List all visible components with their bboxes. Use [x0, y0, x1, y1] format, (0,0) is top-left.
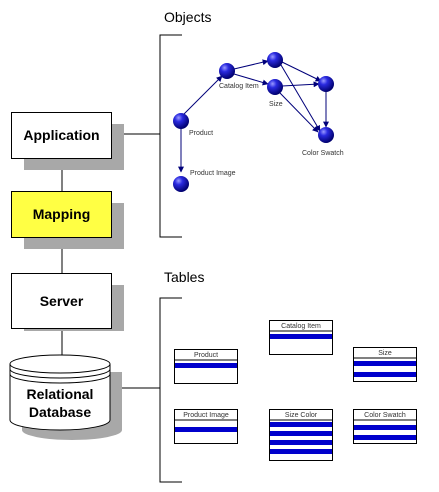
database-ring-1: [9, 368, 111, 379]
application-box[interactable]: Application: [11, 112, 125, 171]
edge-catalog-top: [233, 59, 269, 70]
database-body: [9, 364, 111, 431]
edge-top-swatch: [280, 64, 321, 132]
object-label-product: Product: [189, 130, 213, 137]
application-label: Application: [23, 127, 99, 143]
mapping-box[interactable]: Mapping: [11, 191, 125, 250]
server-rect: [11, 273, 112, 329]
relational-database[interactable]: Relational Database: [9, 354, 122, 440]
mapping-rect: [11, 191, 112, 238]
server-box[interactable]: Server: [11, 273, 125, 332]
edge-size-right: [281, 81, 320, 88]
object-label-size: Size: [269, 101, 283, 108]
mapping-label: Mapping: [33, 206, 91, 222]
table-size-color-row-3: [270, 440, 332, 445]
object-node-upper[interactable]: [267, 52, 283, 68]
edge-product-catalog: [182, 75, 223, 116]
object-node-catalog-item[interactable]: [219, 63, 235, 79]
tables-section-title: Tables: [164, 269, 204, 285]
object-node-product-image[interactable]: [173, 176, 189, 192]
object-node-product[interactable]: [173, 113, 189, 129]
table-size-color-row-2: [270, 431, 332, 436]
table-product-row-1: [175, 363, 237, 368]
object-node-size[interactable]: [267, 79, 283, 95]
database-label-line1: Relational: [27, 386, 94, 402]
table-product-title: Product: [194, 352, 218, 359]
object-edges: [178, 59, 329, 173]
server-label: Server: [40, 293, 84, 309]
table-size-row-1: [354, 361, 416, 366]
application-rect: [11, 112, 112, 159]
table-size[interactable]: Size: [353, 347, 417, 382]
object-label-product-image: Product Image: [190, 170, 236, 177]
table-catalog-item-row-1: [270, 334, 332, 339]
database-ring-2: [9, 373, 111, 384]
table-catalog-item-title: Catalog Item: [281, 323, 321, 330]
tables-bracket: [159, 297, 182, 483]
table-size-color-row-4: [270, 449, 332, 454]
table-size-color-title: Size Color: [285, 412, 318, 419]
table-color-swatch-title: Color Swatch: [364, 412, 406, 419]
object-label-color-swatch: Color Swatch: [302, 150, 344, 157]
edge-size-swatch: [279, 92, 319, 133]
object-node-right[interactable]: [318, 76, 334, 92]
object-node-color-swatch[interactable]: [318, 127, 334, 143]
table-product-image[interactable]: Product Image: [174, 409, 238, 444]
objects-section-title: Objects: [164, 9, 211, 25]
table-size-title: Size: [378, 350, 392, 357]
table-product[interactable]: Product: [174, 349, 238, 384]
table-color-swatch-row-1: [354, 425, 416, 430]
table-color-swatch[interactable]: Color Swatch: [353, 409, 417, 444]
table-product-image-title: Product Image: [183, 412, 229, 419]
table-color-swatch-row-2: [354, 435, 416, 440]
table-size-color[interactable]: Size Color: [269, 409, 333, 461]
edge-top-right: [281, 61, 322, 82]
table-size-row-2: [354, 372, 416, 377]
table-size-color-row-1: [270, 422, 332, 427]
database-label-line2: Database: [29, 404, 91, 420]
object-label-catalog-item: Catalog Item: [219, 83, 259, 90]
table-product-image-row-1: [175, 427, 237, 432]
objects-bracket: [159, 34, 182, 238]
database-top: [9, 354, 111, 374]
edge-catalog-size: [233, 73, 269, 86]
table-product-image-frame: [174, 409, 238, 444]
table-catalog-item[interactable]: Catalog Item: [269, 320, 333, 355]
